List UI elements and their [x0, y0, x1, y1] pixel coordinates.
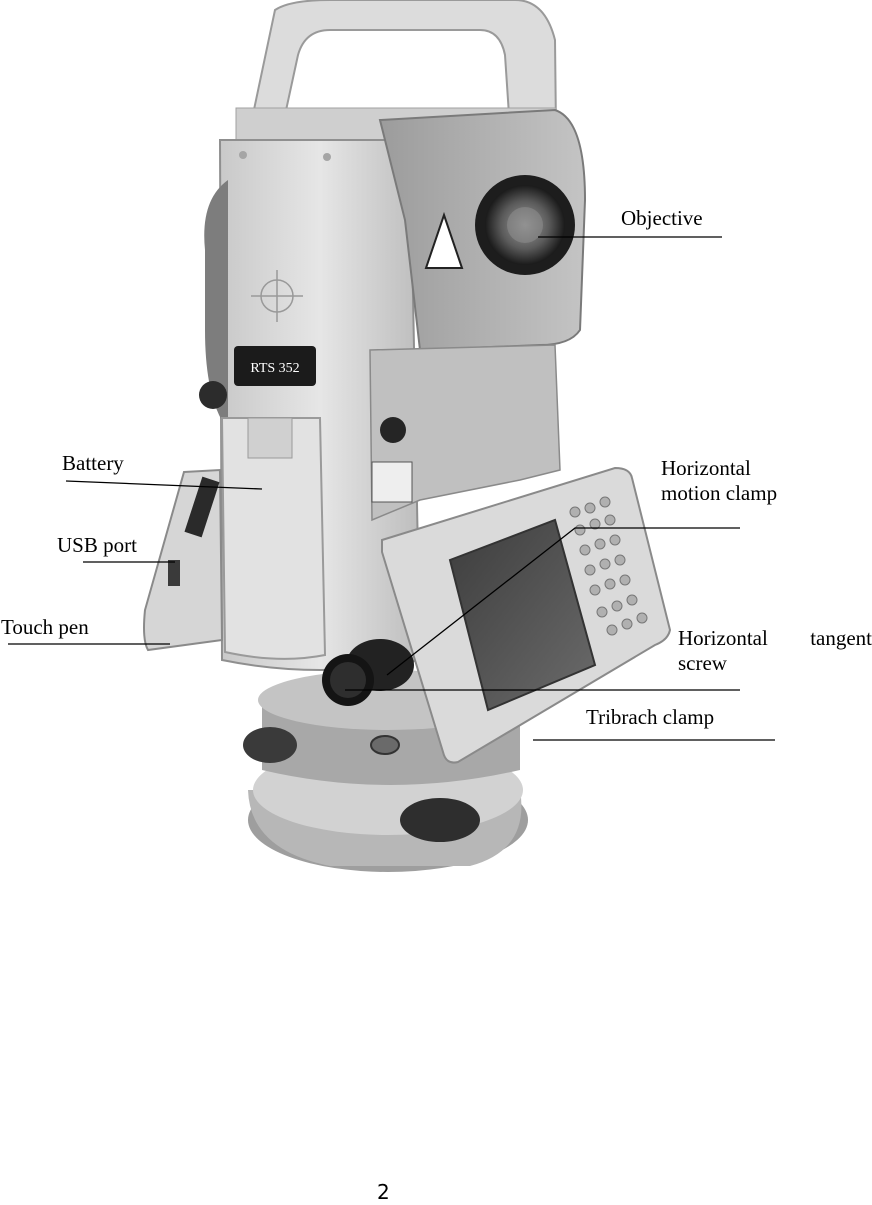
callout-horizontal-tangent-screw-word1: Horizontal: [678, 626, 768, 650]
callout-horizontal-tangent-screw-line2: screw: [678, 651, 727, 675]
callout-horizontal-tangent-screw-word2: tangent: [810, 626, 872, 650]
right-standard: [369, 344, 561, 522]
callout-objective: Objective: [621, 206, 703, 230]
tangent-screw-knob: [322, 639, 414, 706]
display-panel: [381, 466, 672, 764]
total-station-figure: RTS 352: [8, 0, 775, 872]
telescope-body: [378, 108, 587, 352]
callout-touch-pen: Touch pen: [1, 615, 89, 639]
callout-battery: Battery: [62, 451, 124, 475]
callout-horizontal-tangent-screw-line1: Horizontal tangent: [678, 626, 872, 651]
callout-horizontal-motion-clamp-line2: motion clamp: [661, 481, 778, 505]
model-label: RTS 352: [250, 361, 299, 376]
callout-horizontal-motion-clamp: Horizontal motion clamp: [661, 456, 777, 506]
callout-leader-lines: [8, 236, 775, 741]
tribrach-base: [243, 670, 528, 872]
callout-usb-port: USB port: [57, 533, 137, 557]
callout-horizontal-tangent-screw: Horizontal tangent screw: [678, 626, 872, 676]
left-panel: [143, 468, 224, 652]
callout-tribrach-clamp: Tribrach clamp: [586, 705, 715, 729]
callout-horizontal-motion-clamp-line1: Horizontal: [661, 456, 751, 480]
page-number: 2: [377, 1180, 390, 1204]
instrument-standard: RTS 352: [199, 139, 422, 671]
